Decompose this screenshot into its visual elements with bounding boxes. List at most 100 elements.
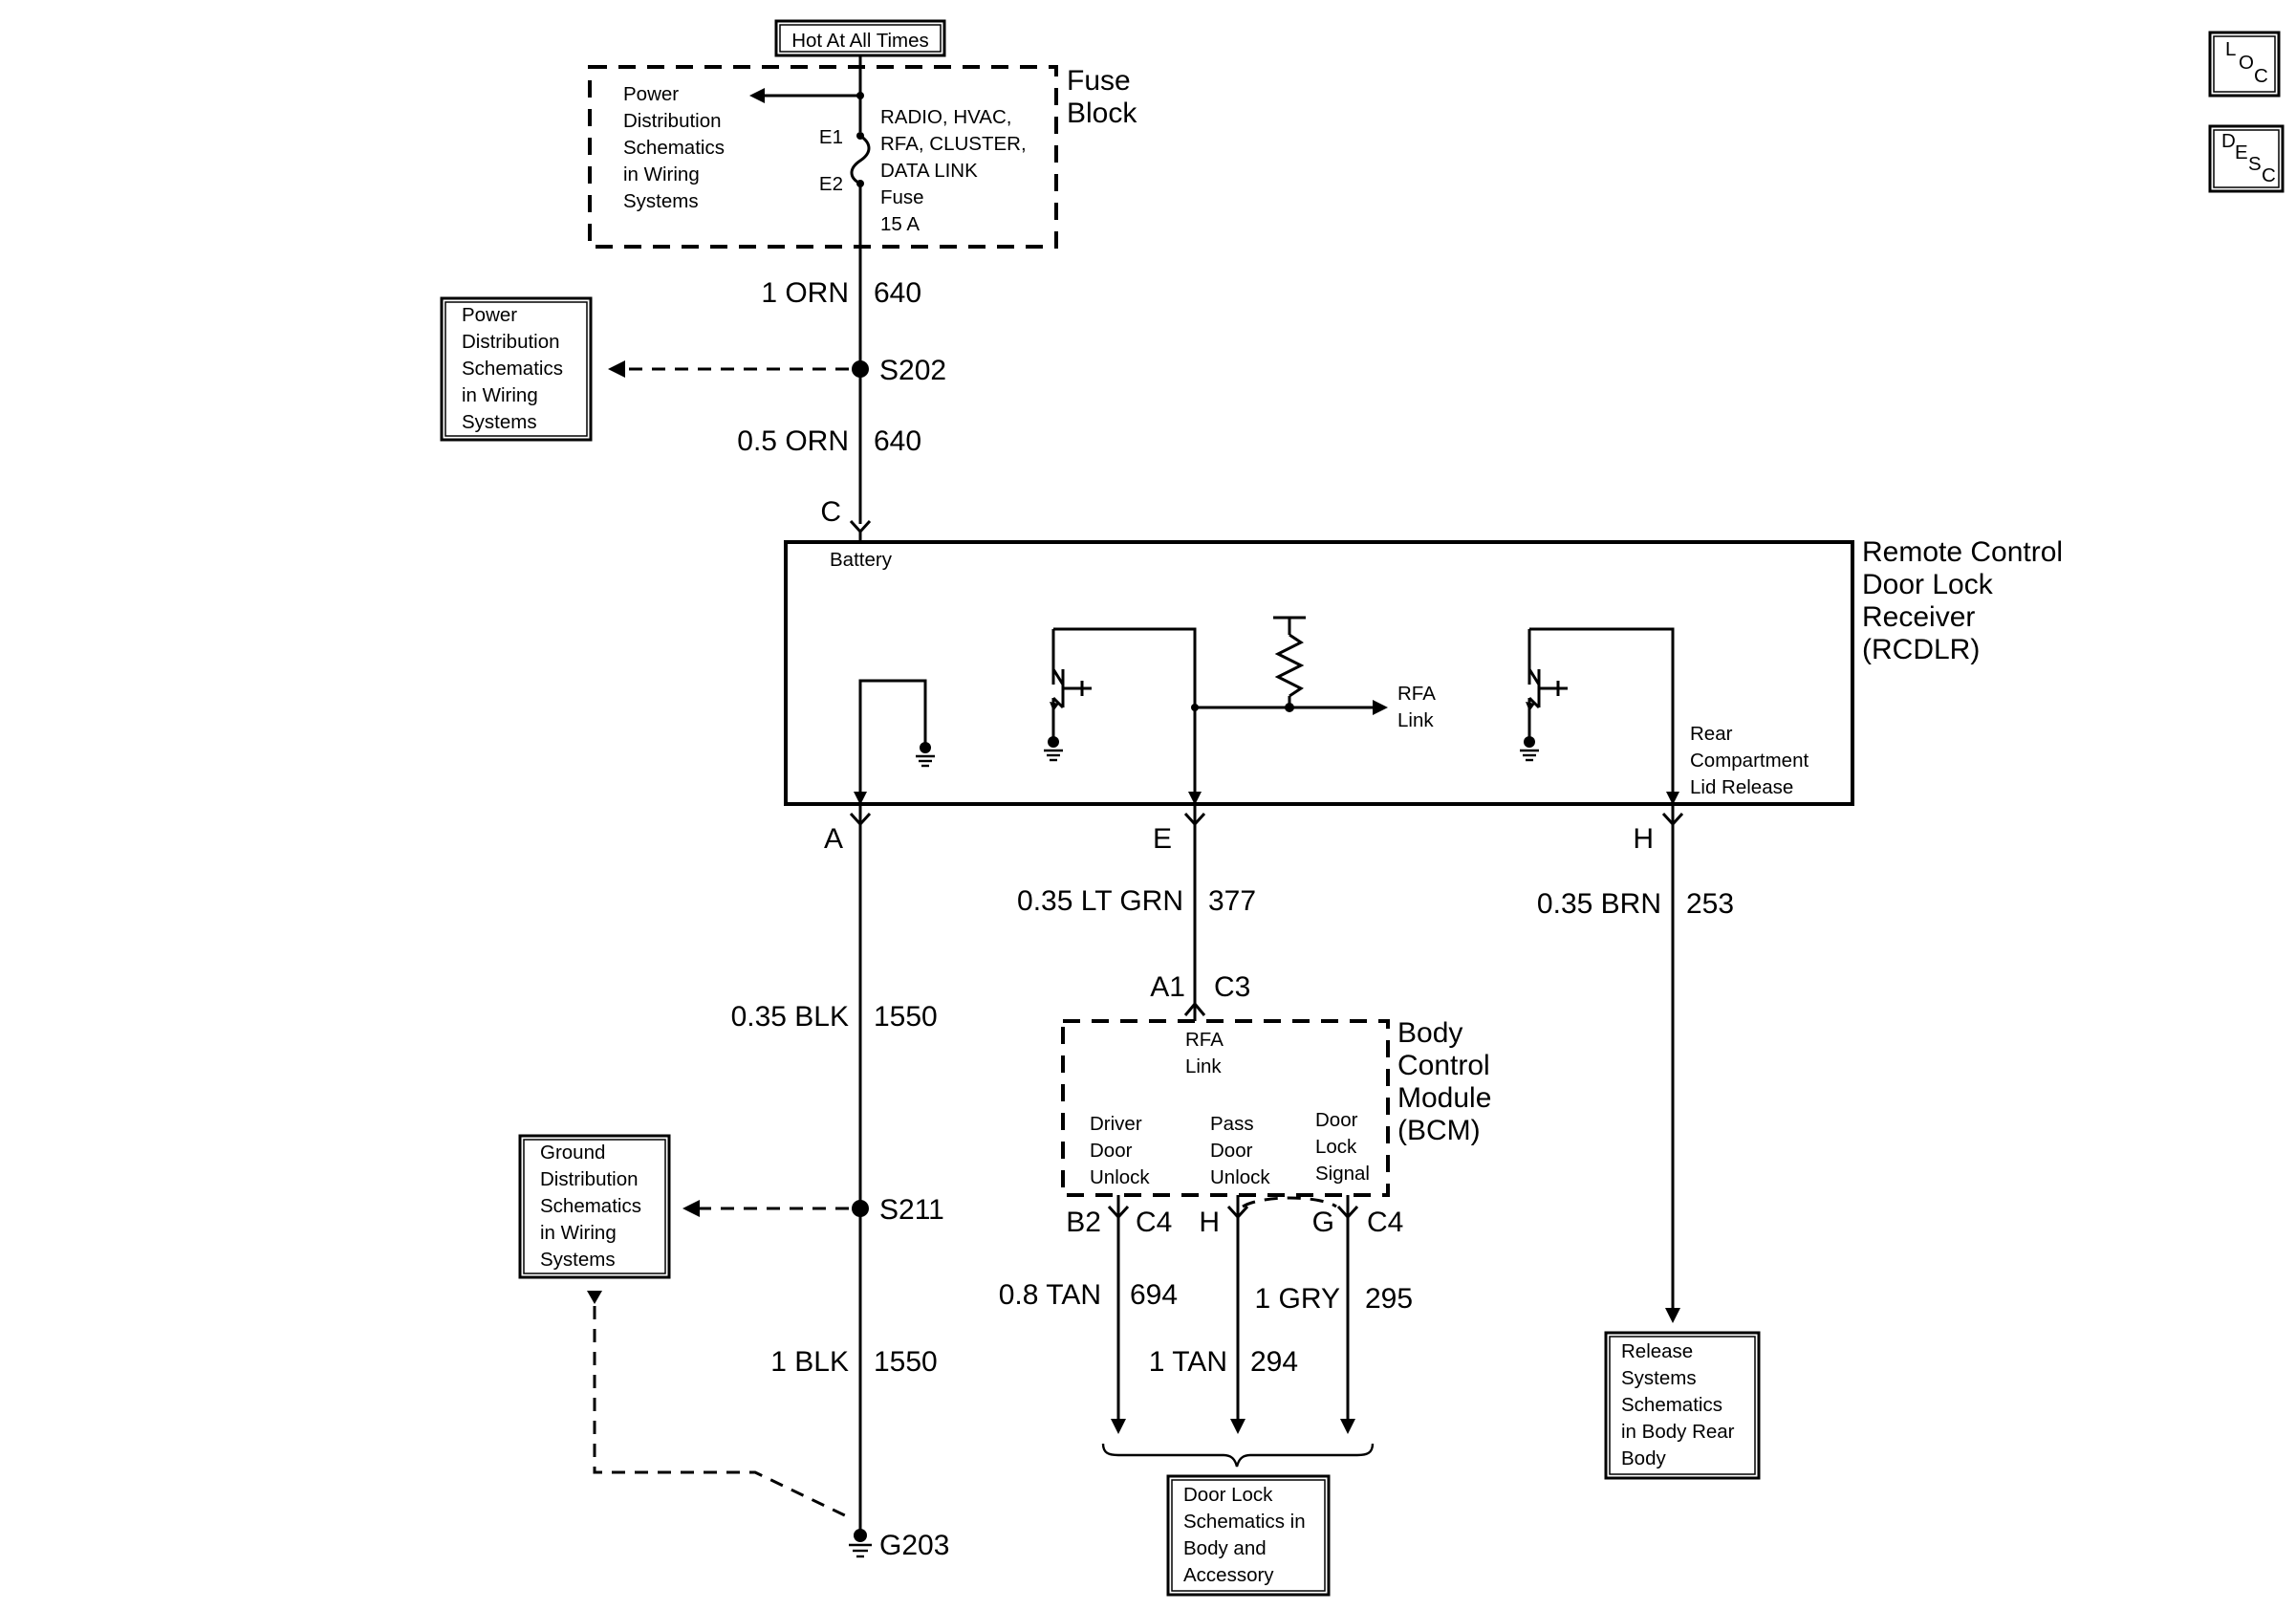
down-arrow-icon: [1111, 1419, 1126, 1434]
svg-text:Receiver: Receiver: [1862, 601, 1975, 633]
svg-text:Lid Release: Lid Release: [1690, 776, 1793, 798]
svg-text:Signal: Signal: [1315, 1163, 1370, 1185]
svg-text:Door Lock: Door Lock: [1183, 1484, 1273, 1506]
fuse-pin-e2: E2: [819, 173, 843, 195]
rcdlr-transistor-left: [1044, 629, 1092, 762]
left-arrow-icon: [682, 1200, 700, 1217]
release-systems-ref-box: Release Systems Schematics in Body Rear …: [1604, 1331, 1761, 1480]
svg-text:Driver: Driver: [1090, 1113, 1142, 1135]
svg-text:in Wiring: in Wiring: [540, 1222, 617, 1244]
svg-text:Schematics: Schematics: [1621, 1394, 1722, 1416]
rcdlr-rfa-link-label: RFA Link: [1397, 683, 1436, 731]
svg-text:E: E: [2235, 141, 2248, 163]
hot-label: Hot At All Times: [791, 30, 929, 52]
svg-text:Systems: Systems: [623, 190, 699, 212]
desc-icon[interactable]: D E S C: [2208, 124, 2285, 193]
bcm-door-lock-signal-label: Door Lock Signal: [1315, 1109, 1370, 1185]
bcm-pass-unlock-label: Pass Door Unlock: [1210, 1113, 1270, 1188]
bcm-conn-c4-right: C4: [1367, 1207, 1403, 1238]
svg-text:Unlock: Unlock: [1090, 1166, 1150, 1188]
bcm-pin-b2: B2: [1066, 1207, 1101, 1238]
svg-text:Module: Module: [1397, 1082, 1491, 1114]
wire-7-circuit: 694: [1130, 1279, 1178, 1311]
svg-text:15 A: 15 A: [880, 213, 920, 235]
fuse-block-title: Fuse Block: [1067, 65, 1137, 129]
svg-text:Release: Release: [1621, 1340, 1693, 1362]
down-arrow-icon: [1340, 1419, 1355, 1434]
svg-text:Remote Control: Remote Control: [1862, 536, 2063, 568]
svg-text:Schematics in: Schematics in: [1183, 1511, 1306, 1533]
wire-3-gauge: 0.35 BLK: [731, 1001, 849, 1033]
wire-3-circuit: 1550: [874, 1001, 938, 1033]
wire-5-circuit: 377: [1208, 885, 1256, 917]
fuse-block-outline: [588, 65, 1058, 249]
svg-text:Power: Power: [623, 83, 679, 105]
svg-text:Systems: Systems: [1621, 1367, 1697, 1389]
power-distribution-ref-box: Power Distribution Schematics in Wiring …: [440, 296, 593, 442]
svg-text:Lock: Lock: [1315, 1136, 1357, 1158]
bcm-pin-g: G: [1312, 1207, 1334, 1238]
bcm-pin-a1: A1: [1150, 971, 1185, 1003]
wire-4-gauge: 1 BLK: [770, 1346, 849, 1378]
svg-text:Body and: Body and: [1183, 1537, 1267, 1559]
svg-text:in Body Rear: in Body Rear: [1621, 1421, 1735, 1443]
fuse-pin-e1: E1: [819, 126, 843, 148]
svg-text:Unlock: Unlock: [1210, 1166, 1270, 1188]
hot-at-all-times-tag: Hot At All Times: [774, 19, 946, 57]
junction-dot: [1191, 704, 1199, 711]
svg-text:RFA: RFA: [1397, 683, 1436, 705]
svg-text:Systems: Systems: [462, 411, 537, 433]
rcdlr-pullup-resistor: [1273, 616, 1306, 707]
rcdlr-title: Remote Control Door Lock Receiver (RCDLR…: [1862, 536, 2063, 665]
ground-distribution-ref-box: Ground Distribution Schematics in Wiring…: [518, 1134, 671, 1279]
bcm-driver-unlock-label: Driver Door Unlock: [1090, 1113, 1150, 1188]
svg-text:Schematics: Schematics: [623, 137, 725, 159]
ground-g203-label: G203: [879, 1530, 949, 1561]
svg-text:C: C: [2254, 65, 2268, 87]
wire-9-gauge: 1 GRY: [1255, 1283, 1341, 1315]
splice-s202-label: S202: [879, 355, 946, 386]
wire-9-circuit: 295: [1365, 1283, 1413, 1315]
svg-text:Door: Door: [1210, 1140, 1253, 1162]
svg-text:Door Lock: Door Lock: [1862, 569, 1994, 600]
svg-text:in Wiring: in Wiring: [623, 163, 700, 185]
svg-text:O: O: [2239, 52, 2254, 74]
loc-icon[interactable]: L O C: [2208, 31, 2281, 98]
svg-text:(BCM): (BCM): [1397, 1115, 1481, 1146]
bcm-conn-c4-left: C4: [1136, 1207, 1172, 1238]
svg-text:Control: Control: [1397, 1050, 1490, 1081]
svg-text:Fuse: Fuse: [880, 186, 924, 208]
svg-text:S: S: [2248, 153, 2262, 175]
svg-text:Schematics: Schematics: [540, 1195, 641, 1217]
down-arrow-icon: [587, 1291, 602, 1304]
rcdlr-h-line: [1529, 627, 1675, 799]
rcdlr-e-line: [1053, 627, 1197, 799]
down-arrow-icon: [1666, 792, 1679, 805]
rcdlr-battery-label: Battery: [830, 549, 893, 571]
fuse-block-ref-text: Power Distribution Schematics in Wiring …: [623, 83, 725, 212]
wire-2-circuit: 640: [874, 425, 921, 457]
rcdlr-ground-circuit: [854, 679, 935, 805]
wire-5-gauge: 0.35 LT GRN: [1017, 885, 1183, 917]
svg-text:DATA LINK: DATA LINK: [880, 160, 978, 182]
svg-text:L: L: [2225, 38, 2236, 60]
bcm-conn-c3: C3: [1214, 971, 1250, 1003]
wire-7-gauge: 0.8 TAN: [999, 1279, 1101, 1311]
rcdlr-transistor-right: [1520, 629, 1568, 762]
svg-text:Compartment: Compartment: [1690, 750, 1809, 772]
rcdlr-pin-a: A: [824, 823, 843, 855]
fuse-symbol: [850, 132, 871, 187]
svg-text:Power: Power: [462, 304, 517, 326]
ground-g203-icon: [849, 1529, 872, 1558]
svg-text:RADIO, HVAC,: RADIO, HVAC,: [880, 106, 1011, 128]
bcm-title: Body Control Module (BCM): [1397, 1017, 1491, 1146]
svg-text:Link: Link: [1397, 709, 1434, 731]
wire-1-gauge: 1 ORN: [761, 277, 849, 309]
svg-text:D: D: [2221, 130, 2236, 152]
wire-8-circuit: 294: [1250, 1346, 1298, 1378]
down-arrow-icon: [1230, 1419, 1245, 1434]
wire-8-gauge: 1 TAN: [1149, 1346, 1227, 1378]
wire-6-gauge: 0.35 BRN: [1537, 888, 1661, 920]
left-arrow-icon: [749, 88, 765, 103]
